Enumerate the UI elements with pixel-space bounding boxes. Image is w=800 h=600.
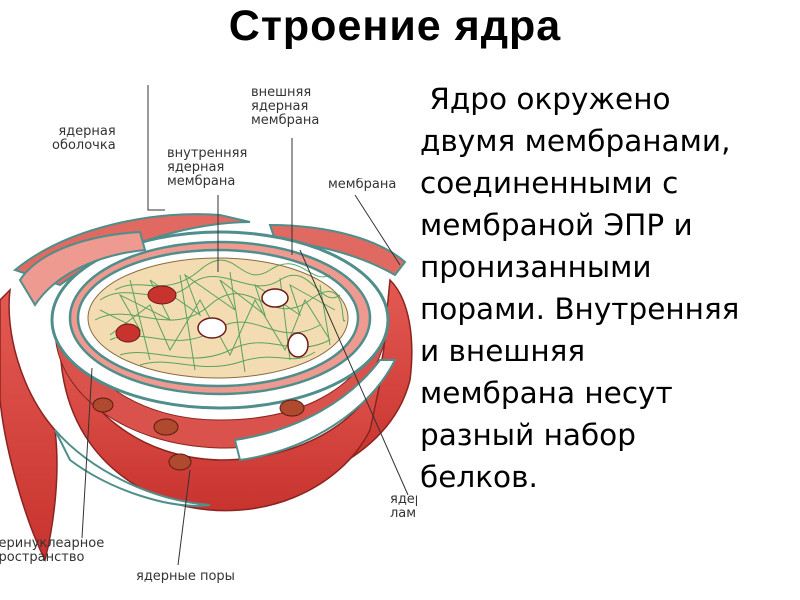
wall-pore-4 xyxy=(169,454,191,470)
wall-pore-2 xyxy=(154,419,178,435)
left-outer-slab xyxy=(0,290,57,560)
label-inner-membrane: внутренняя ядерная мембрана xyxy=(167,147,247,189)
label-outer-membrane: внешняя ядерная мембрана xyxy=(251,86,319,128)
pore-5 xyxy=(288,333,308,357)
wall-pore-3 xyxy=(280,400,304,416)
label-membrane-right: мембрана xyxy=(328,178,417,192)
slide-title: Строение ядра xyxy=(0,2,790,51)
wall-pore-1 xyxy=(93,398,113,412)
nucleoplasm xyxy=(88,258,348,378)
pore-1 xyxy=(148,286,176,304)
slide-body-text: Ядро окружено двумя мембранами, соединен… xyxy=(420,78,800,498)
label-lamina: ядерная ламина xyxy=(390,493,417,521)
pore-4 xyxy=(116,324,140,342)
label-perinuclear: перинуклеарное пространство xyxy=(0,537,104,565)
pore-3 xyxy=(198,318,226,338)
pore-2 xyxy=(262,289,288,307)
label-envelope: ядерная оболочка xyxy=(52,125,116,153)
pointer-envelope xyxy=(148,85,165,210)
label-pores: ядерные поры xyxy=(136,570,235,584)
